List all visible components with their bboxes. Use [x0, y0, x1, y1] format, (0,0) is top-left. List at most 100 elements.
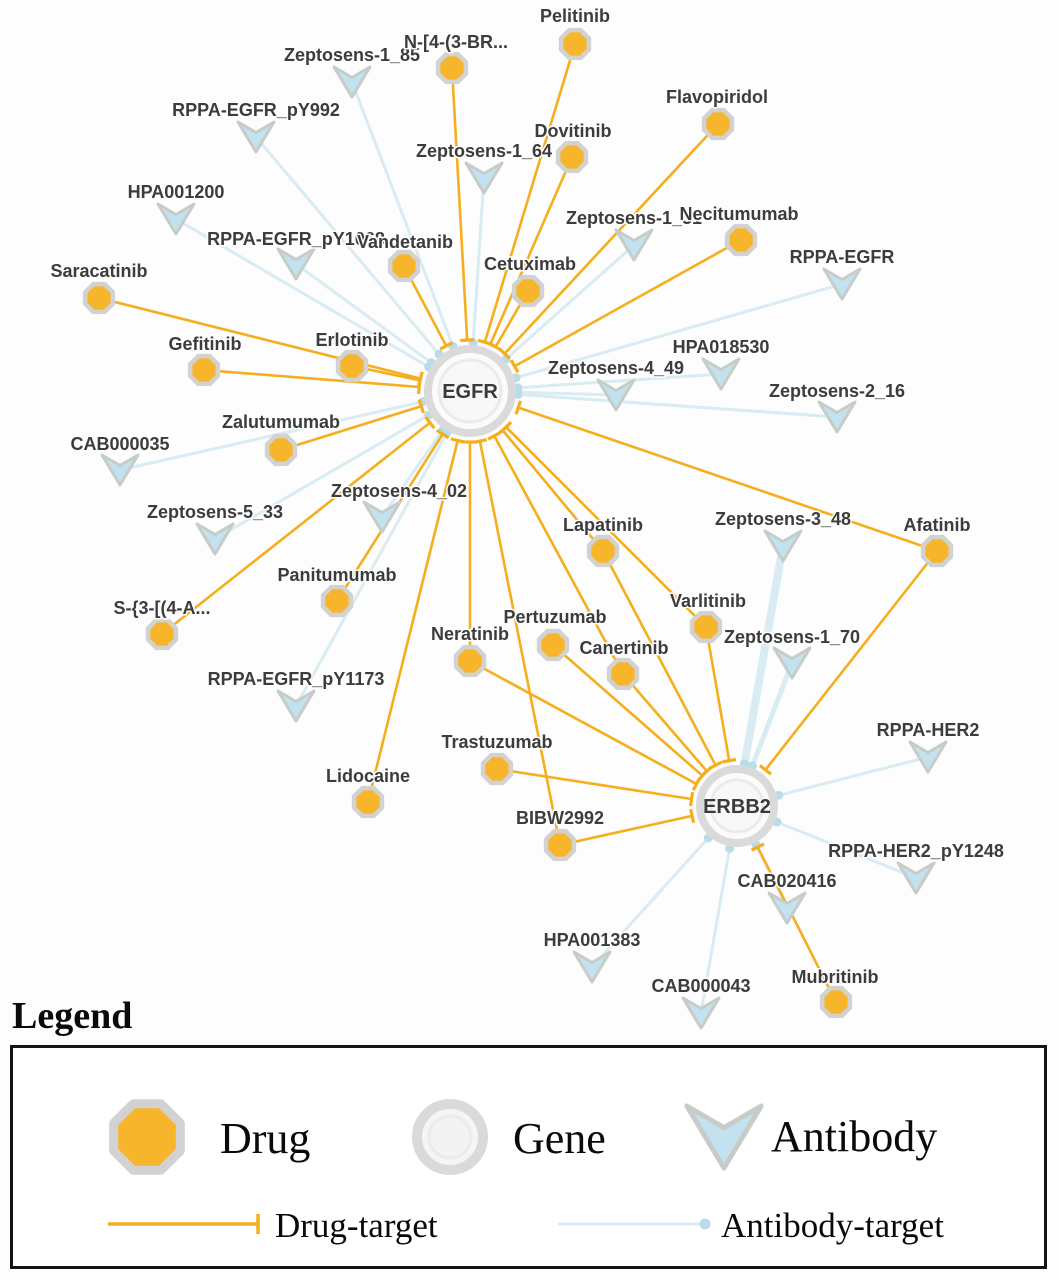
drug-target-edge [516, 406, 939, 553]
antibody-node-zeptosens-1_85[interactable] [332, 65, 372, 99]
drug-node-neratinib[interactable] [453, 644, 487, 678]
drug-node-vandetanib[interactable] [387, 249, 421, 283]
drug-node-necitumumab[interactable] [724, 223, 758, 257]
drug-label-vandetanib: Vandetanib [357, 232, 453, 252]
drug-octagon-icon [543, 828, 577, 862]
drug-node-pelitinib[interactable] [558, 27, 592, 61]
antibody-node-hpa018530[interactable] [701, 357, 741, 391]
antibody-node-rppa-egfr_py1068[interactable] [276, 247, 316, 281]
drug-octagon-icon [480, 752, 514, 786]
antibody-node-zeptosens-4_02[interactable] [362, 500, 402, 534]
drug-octagon-icon [558, 27, 592, 61]
drug-node-mubritinib[interactable] [819, 985, 853, 1019]
antibody-node-cab000043[interactable] [681, 996, 721, 1030]
drug-node-panitumumab[interactable] [320, 584, 354, 618]
antibody-target-edge [254, 135, 441, 356]
antibody-arrow-icon [817, 400, 857, 434]
drug-node-gefitinib[interactable] [187, 353, 221, 387]
antibody-arrow-icon [701, 357, 741, 391]
legend-gene-icon-inner [427, 1114, 473, 1160]
antibody-node-zeptosens-5_33[interactable] [195, 522, 235, 556]
drug-node-dovitinib[interactable] [555, 140, 589, 174]
legend-antibody-target-label: Antibody-target [721, 1206, 944, 1245]
drug-target-edge [160, 421, 432, 636]
drug-octagon-icon [920, 534, 954, 568]
inhibition-tee [488, 342, 503, 352]
drug-octagon-icon [606, 657, 640, 691]
inhibition-tee [722, 757, 737, 764]
antibody-node-zeptosens-3_48[interactable] [763, 529, 803, 563]
inhibition-tee [509, 359, 520, 374]
antibody-target-edge [118, 400, 425, 472]
antibody-node-cab020416[interactable] [767, 891, 807, 925]
drug-node-pertuzumab[interactable] [536, 628, 570, 662]
antibody-arrow-icon [236, 120, 276, 154]
antibody-node-hpa001200[interactable] [156, 202, 196, 236]
antibody-node-rppa-her2_py1248[interactable] [896, 861, 936, 895]
drug-node-trastuzumab[interactable] [480, 752, 514, 786]
drug-node-lapatinib[interactable] [586, 534, 620, 568]
drug-node-canertinib[interactable] [606, 657, 640, 691]
drug-node-lidocaine[interactable] [351, 785, 385, 819]
antibody-arrow-icon [614, 228, 654, 262]
antibody-label-rppa-egfr: RPPA-EGFR [790, 247, 895, 267]
antibody-target-edge [699, 846, 732, 1015]
drug-target-edge [601, 549, 717, 767]
legend-antibody-label: Antibody [771, 1112, 937, 1161]
drug-node-afatinib[interactable] [920, 534, 954, 568]
drug-label-panitumumab: Panitumumab [277, 565, 396, 585]
antibody-node-zeptosens-2_16[interactable] [817, 400, 857, 434]
antibody-target-edge [504, 243, 636, 361]
antibody-node-hpa001383[interactable] [572, 950, 612, 984]
antibody-target-edge [294, 262, 433, 365]
drug-node-n-4-3-br[interactable] [435, 51, 469, 85]
drug-node-cetuximab[interactable] [511, 274, 545, 308]
drug-octagon-icon [435, 51, 469, 85]
antibody-target-edge [213, 413, 430, 541]
drug-label-gefitinib: Gefitinib [169, 334, 242, 354]
drug-label-mubritinib: Mubritinib [792, 967, 879, 987]
gene-node-egfr[interactable] [424, 345, 516, 437]
drug-node-varlitinib[interactable] [689, 610, 723, 644]
antibody-node-cab000035[interactable] [100, 453, 140, 487]
antibody-label-hpa001383: HPA001383 [544, 930, 641, 950]
legend-antibody-icon [684, 1103, 764, 1171]
drug-node-erlotinib[interactable] [335, 349, 369, 383]
antibody-node-rppa-her2[interactable] [908, 740, 948, 774]
drug-octagon-icon [819, 985, 853, 1019]
inhibition-tee [514, 400, 523, 415]
antibody-node-rppa-egfr_py992[interactable] [236, 120, 276, 154]
antibody-label-cab000043: CAB000043 [651, 976, 750, 996]
inhibition-tee [435, 428, 450, 440]
drug-target-edge [492, 434, 625, 676]
legend-drug-icon [109, 1099, 185, 1175]
antibody-node-rppa-egfr_py1173[interactable] [276, 689, 316, 723]
inhibition-tee [487, 431, 502, 441]
antibody-target-edge [380, 428, 444, 519]
antibody-node-zeptosens-4_49[interactable] [596, 378, 636, 412]
drug-node-flavopiridol[interactable] [701, 107, 735, 141]
antibody-node-rppa-egfr[interactable] [822, 267, 862, 301]
drug-node-saracatinib[interactable] [82, 281, 116, 315]
drug-label-lapatinib: Lapatinib [563, 515, 643, 535]
antibody-arrow-icon [464, 161, 504, 195]
antibody-label-zeptosens-1_64: Zeptosens-1_64 [416, 141, 552, 161]
drug-label-flavopiridol: Flavopiridol [666, 87, 768, 107]
antibody-arrow-icon [156, 202, 196, 236]
drug-node-bibw2992[interactable] [543, 828, 577, 862]
gene-node-erbb2[interactable] [696, 765, 778, 847]
antibody-arrow-icon [772, 646, 812, 680]
antibody-node-zeptosens-1_64[interactable] [464, 161, 504, 195]
antibody-arrow-icon [572, 950, 612, 984]
drug-target-edge [503, 122, 720, 355]
antibody-arrow-icon [596, 378, 636, 412]
drug-node-zalutumumab[interactable] [264, 433, 298, 467]
drug-octagon-icon [511, 274, 545, 308]
antibody-node-zeptosens-1_70[interactable] [772, 646, 812, 680]
antibody-label-zeptosens-1_70: Zeptosens-1_70 [724, 627, 860, 647]
legend-box: Drug Gene Antibody Drug-target Antibody-… [10, 1045, 1047, 1269]
antibody-node-zeptosens-1_31[interactable] [614, 228, 654, 262]
drug-target-edge [558, 814, 694, 847]
drug-node-s-3-4-a[interactable] [145, 617, 179, 651]
antibody-arrow-icon [362, 500, 402, 534]
